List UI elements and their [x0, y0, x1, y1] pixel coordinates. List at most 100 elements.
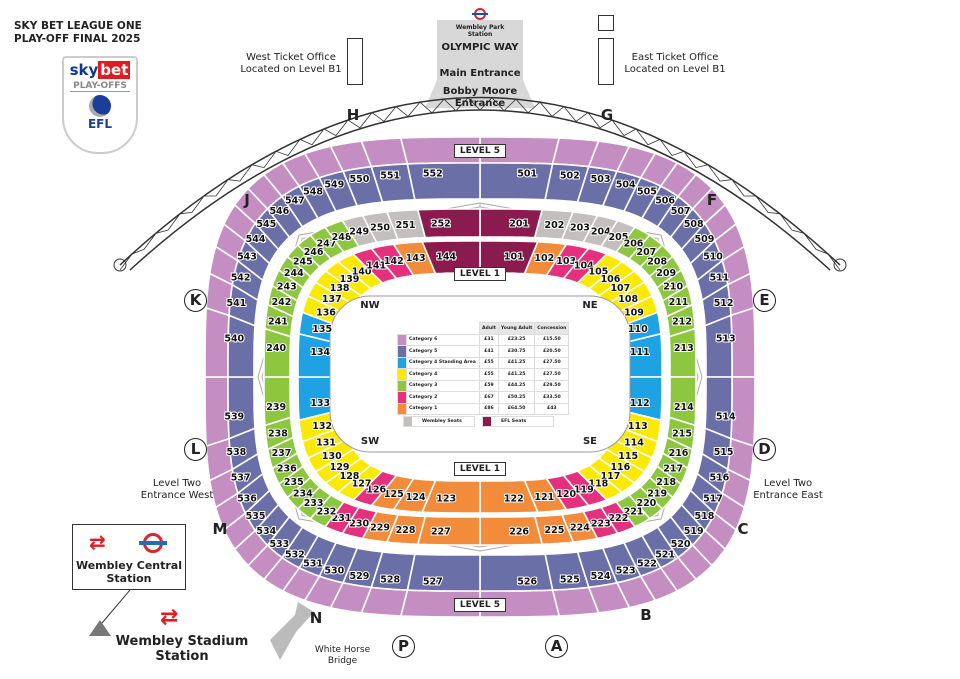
wembley-central-station-box: ⇄ Wembley Central Station — [72, 524, 186, 590]
section-label: 206 — [624, 239, 644, 250]
section-252[interactable] — [416, 208, 481, 239]
section-label: 218 — [656, 477, 676, 488]
section-label: 215 — [672, 429, 692, 440]
section-label: 139 — [340, 274, 360, 285]
header-adult: Adult — [479, 322, 499, 335]
title-line-1: SKY BET LEAGUE ONE — [14, 20, 142, 32]
level-5-label-bottom: LEVEL 5 — [454, 598, 506, 612]
section-label: 546 — [269, 206, 289, 217]
wembley-arch — [113, 96, 847, 272]
corner-sw: SW — [358, 436, 382, 448]
category-name: Category 2 — [406, 391, 480, 404]
section-label: 550 — [350, 174, 370, 185]
section-label: 120 — [556, 489, 576, 500]
east-kiosk — [598, 15, 614, 31]
logo-efl: EFL — [87, 117, 113, 131]
gate-a: A — [545, 635, 568, 658]
legend-wembley-seats: Wembley Seats — [403, 416, 475, 427]
gate-m: M — [212, 520, 228, 538]
price-row: Category 2£67£50.25£33.50 — [397, 391, 570, 404]
white-horse-bridge-label: White Horse Bridge — [314, 645, 371, 666]
section-label: 249 — [349, 227, 369, 238]
arch-foot-west — [113, 258, 127, 272]
section-label: 223 — [591, 518, 611, 529]
wembley-central-station-label: Wembley Central Station — [75, 559, 182, 585]
main-entrance-label: Main Entrance — [439, 68, 521, 79]
wembley-stadium-station-label: Wembley Stadium Station — [115, 634, 249, 664]
section-label: 529 — [350, 571, 370, 582]
section-label: 221 — [624, 506, 644, 517]
section-label: 203 — [570, 223, 590, 234]
section-label: 144 — [436, 252, 456, 263]
concourse-ring — [257, 202, 703, 552]
section-label: 239 — [266, 402, 286, 413]
section-label: 535 — [246, 511, 266, 522]
section-label: 237 — [272, 448, 292, 459]
price-table: Adult Young Adult Concession Category 6£… — [397, 322, 570, 415]
section-label: 536 — [237, 493, 257, 504]
section-527[interactable] — [406, 553, 481, 592]
section-label: 503 — [591, 174, 611, 185]
wembley-seats-label: Wembley Seats — [422, 419, 462, 424]
gate-j: J — [244, 191, 250, 209]
section-552[interactable] — [406, 162, 481, 201]
section-label: 117 — [601, 471, 621, 482]
section-label: 236 — [277, 464, 297, 475]
section-label: 126 — [366, 485, 386, 496]
price-adult: £55 — [479, 368, 499, 381]
section-label: 504 — [616, 179, 636, 190]
section-label: 242 — [272, 297, 292, 308]
section-label: 505 — [637, 186, 657, 197]
section-label: 547 — [285, 195, 305, 206]
section-label: 205 — [609, 232, 629, 243]
white-horse-bridge-icon — [270, 602, 314, 660]
section-label: 247 — [317, 239, 337, 250]
section-label: 204 — [591, 227, 611, 238]
section-label: 541 — [226, 298, 246, 309]
price-row: Category 4 Standing Area£55£41.25£27.50 — [397, 356, 570, 369]
section-label: 230 — [349, 518, 369, 529]
section-label: 210 — [663, 281, 683, 292]
section-label: 104 — [574, 260, 594, 271]
price-concession: £20.50 — [534, 345, 570, 358]
section-label: 207 — [636, 247, 656, 258]
section-label: 511 — [709, 273, 729, 284]
national-rail-icon: ⇄ — [160, 605, 179, 630]
section-label: 540 — [224, 333, 244, 344]
header-concession: Concession — [534, 322, 570, 335]
category-name: Category 5 — [406, 345, 480, 358]
arch-foot-east — [833, 258, 847, 272]
header-young-adult: Young Adult — [497, 322, 536, 335]
section-label: 115 — [618, 451, 638, 462]
gate-n: N — [309, 609, 323, 627]
section-label: 211 — [669, 297, 689, 308]
west-ticket-office-label: West Ticket Office Located on Level B1 — [240, 52, 342, 75]
category-name: Category 3 — [406, 379, 480, 392]
section-label: 235 — [284, 477, 304, 488]
section-label: 110 — [628, 324, 648, 335]
price-young-adult: £41.25 — [497, 368, 536, 381]
section-label: 113 — [628, 421, 648, 432]
gate-c: C — [737, 520, 749, 538]
event-title: SKY BET LEAGUE ONE PLAY-OFF FINAL 2025 — [14, 20, 142, 46]
section-label: 502 — [560, 170, 580, 181]
section-539[interactable] — [227, 376, 256, 440]
logo-bet: bet — [98, 61, 131, 79]
category-swatch — [397, 345, 407, 358]
category-swatch — [397, 368, 407, 381]
section-label: 103 — [556, 256, 576, 267]
legend-efl-seats: EFL Seats — [482, 416, 554, 427]
corner-se: SE — [578, 436, 602, 448]
price-adult: £41 — [479, 345, 499, 358]
corner-ne: NE — [578, 300, 602, 312]
section-label: 520 — [671, 539, 691, 550]
section-label: 534 — [256, 526, 276, 537]
category-swatch — [397, 402, 407, 415]
section-label: 524 — [591, 571, 611, 582]
level-1-label-bottom: LEVEL 1 — [454, 462, 506, 476]
arch-truss — [119, 97, 841, 271]
section-513[interactable] — [704, 314, 733, 378]
section-label: 208 — [647, 257, 667, 268]
price-adult: £67 — [479, 391, 499, 404]
section-label: 209 — [656, 268, 676, 279]
